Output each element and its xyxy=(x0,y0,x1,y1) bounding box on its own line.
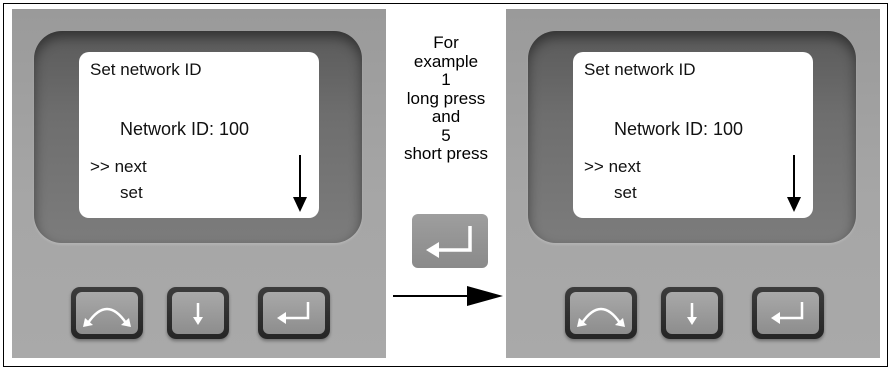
enter-return-icon xyxy=(771,302,804,324)
display-screen: Set network ID Network ID: 100 >> next s… xyxy=(79,52,319,218)
device-panel-before: Set network ID Network ID: 100 >> next s… xyxy=(12,9,386,358)
cycle-button[interactable] xyxy=(71,287,143,339)
cycle-button[interactable] xyxy=(565,287,637,339)
cycle-arrows-icon xyxy=(577,307,625,327)
network-id-value: Network ID: 100 xyxy=(614,119,744,139)
caption-line: short press xyxy=(403,144,489,163)
caption-line: example xyxy=(413,51,479,71)
down-arrow-icon xyxy=(293,155,307,212)
caption-line: and xyxy=(431,107,461,126)
menu-option-next: >> next xyxy=(90,157,147,176)
screen-title: Set network ID xyxy=(584,60,696,79)
caption-line: 5 xyxy=(441,125,451,145)
menu-option-set: set xyxy=(614,183,637,202)
network-id-value: Network ID: 100 xyxy=(120,119,250,139)
down-arrow-icon xyxy=(787,155,801,212)
enter-return-icon xyxy=(426,226,472,258)
enter-button[interactable] xyxy=(752,287,824,339)
enter-return-icon xyxy=(277,302,310,324)
down-arrow-icon xyxy=(193,303,203,325)
menu-option-next: >> next xyxy=(584,157,641,176)
cycle-arrows-icon xyxy=(83,307,131,327)
down-arrow-icon xyxy=(687,303,697,325)
device-panel-after: Set network ID Network ID: 100 >> next s… xyxy=(506,9,880,358)
menu-option-set: set xyxy=(120,183,143,202)
enter-button[interactable] xyxy=(258,287,330,339)
caption-line: For xyxy=(433,33,459,52)
instruction-caption: For example 1 long press and 5 short pre… xyxy=(389,33,503,164)
display-screen: Set network ID Network ID: 100 >> next s… xyxy=(573,52,813,218)
down-button[interactable] xyxy=(167,287,229,339)
enter-key-illustration xyxy=(412,214,488,268)
down-button[interactable] xyxy=(661,287,723,339)
screen-title: Set network ID xyxy=(90,60,202,79)
caption-line: 1 xyxy=(441,70,451,89)
right-arrow-icon xyxy=(393,286,503,306)
caption-line: long press xyxy=(406,88,486,108)
